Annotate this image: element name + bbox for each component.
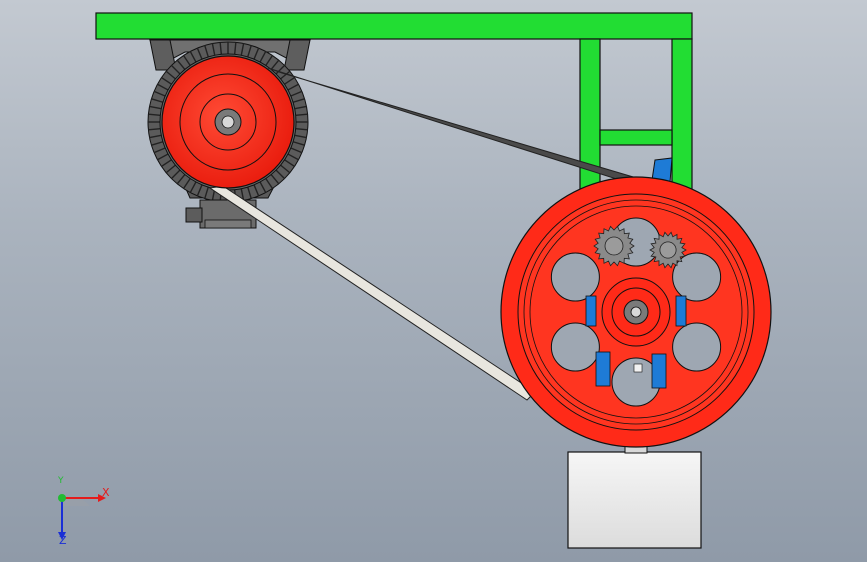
frame-top-beam[interactable] <box>95 12 693 40</box>
coordinate-triad: X Y Z <box>40 476 120 550</box>
base-block[interactable] <box>567 443 702 549</box>
x-arrow-icon <box>98 494 106 502</box>
lower-belt[interactable] <box>208 185 536 401</box>
z-arrow-icon <box>58 532 66 540</box>
large-pulley[interactable] <box>500 176 772 448</box>
axis-label-z: Z <box>59 534 67 547</box>
inner-gears[interactable] <box>593 225 687 269</box>
small-pulley[interactable] <box>161 55 295 189</box>
triad-graphic <box>58 494 106 540</box>
frame-crossbar-upper[interactable] <box>599 129 673 146</box>
y-axis-dot-icon <box>58 494 66 502</box>
axis-label-x: X <box>102 486 110 499</box>
axis-label-y: Y <box>58 476 64 486</box>
